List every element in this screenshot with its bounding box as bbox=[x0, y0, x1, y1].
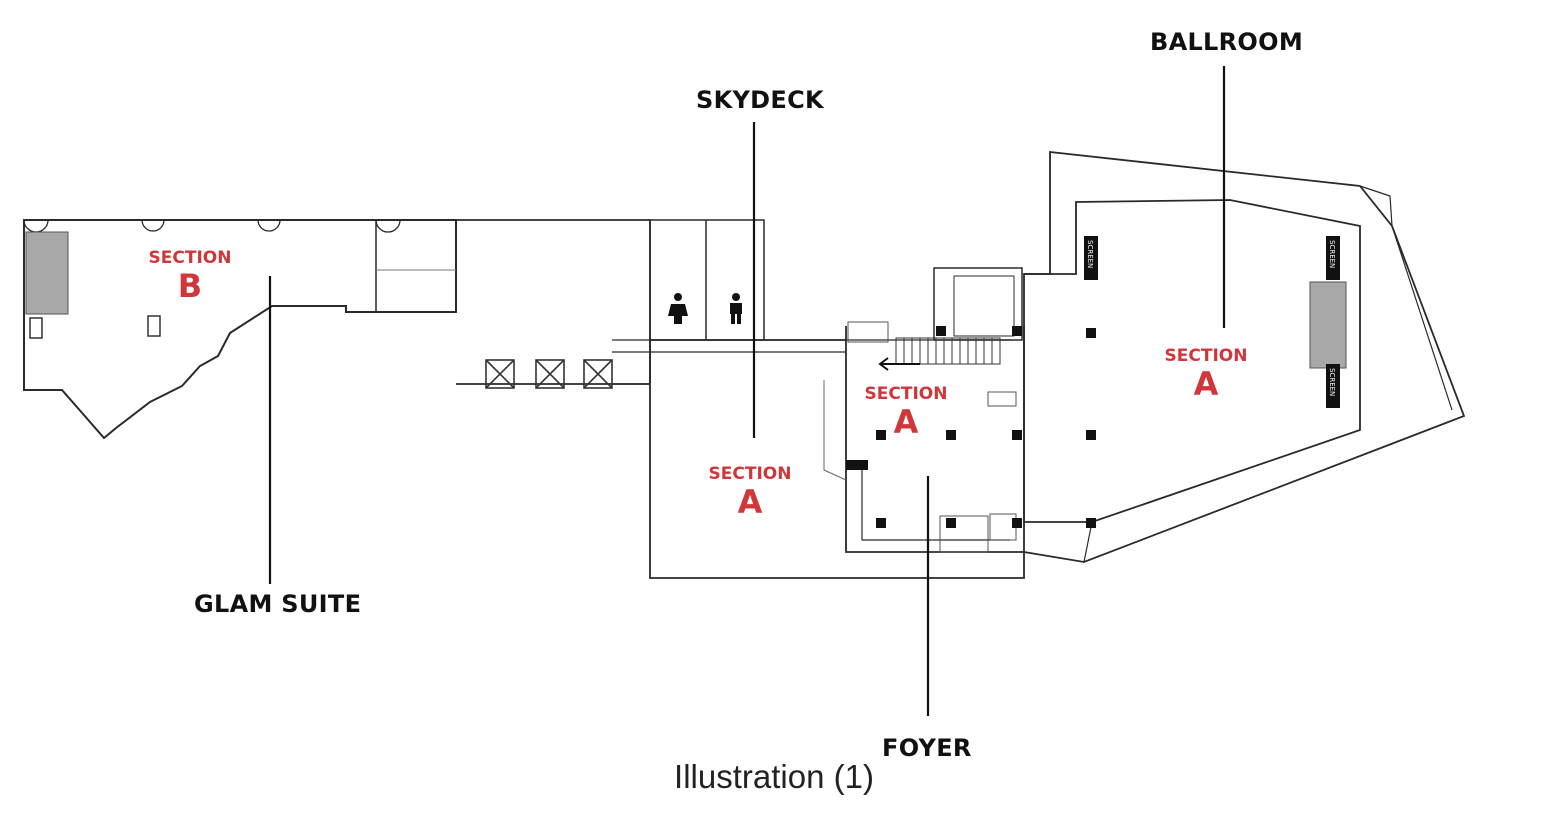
svg-text:SCREEN: SCREEN bbox=[1328, 368, 1336, 396]
callout-ballroom: BALLROOM bbox=[1150, 28, 1304, 56]
section-b-glam-suite: SECTION B bbox=[140, 248, 240, 305]
screen-bottom: SCREEN bbox=[1326, 364, 1340, 408]
section-a-foyer: SECTION A bbox=[856, 384, 956, 441]
section-word: SECTION bbox=[1164, 346, 1248, 366]
glam-suite-stage bbox=[25, 231, 69, 315]
restroom-male-icon bbox=[730, 293, 742, 324]
svg-text:SCREEN: SCREEN bbox=[1086, 240, 1094, 268]
glam-suite-room bbox=[23, 219, 457, 440]
section-a-skydeck: SECTION A bbox=[700, 464, 800, 521]
figure-caption: Illustration (1) bbox=[674, 758, 874, 795]
structural-columns bbox=[846, 326, 1096, 528]
restroom-block bbox=[649, 219, 765, 341]
arrow-left-icon bbox=[878, 357, 920, 371]
callout-skydeck: SKYDECK bbox=[696, 86, 824, 114]
callout-foyer: FOYER bbox=[882, 734, 972, 762]
screen-top: SCREEN bbox=[1326, 236, 1340, 280]
section-word: SECTION bbox=[148, 248, 232, 268]
callout-glam-suite: GLAM SUITE bbox=[194, 590, 362, 618]
section-letter: A bbox=[893, 403, 919, 441]
screen-left: SCREEN bbox=[1084, 236, 1098, 280]
escalator bbox=[895, 337, 1001, 365]
svg-text:SCREEN: SCREEN bbox=[1328, 240, 1336, 268]
section-letter: B bbox=[177, 267, 203, 305]
skydeck-room bbox=[649, 340, 1025, 579]
ballroom-stage bbox=[1309, 281, 1347, 369]
foyer-room bbox=[845, 326, 1025, 553]
section-word: SECTION bbox=[708, 464, 792, 484]
section-a-ballroom: SECTION A bbox=[1156, 346, 1256, 403]
restroom-female-icon bbox=[668, 293, 688, 324]
section-word: SECTION bbox=[864, 384, 948, 404]
section-letter: A bbox=[737, 483, 763, 521]
elevator-icon bbox=[485, 359, 613, 389]
section-letter: A bbox=[1193, 365, 1219, 403]
